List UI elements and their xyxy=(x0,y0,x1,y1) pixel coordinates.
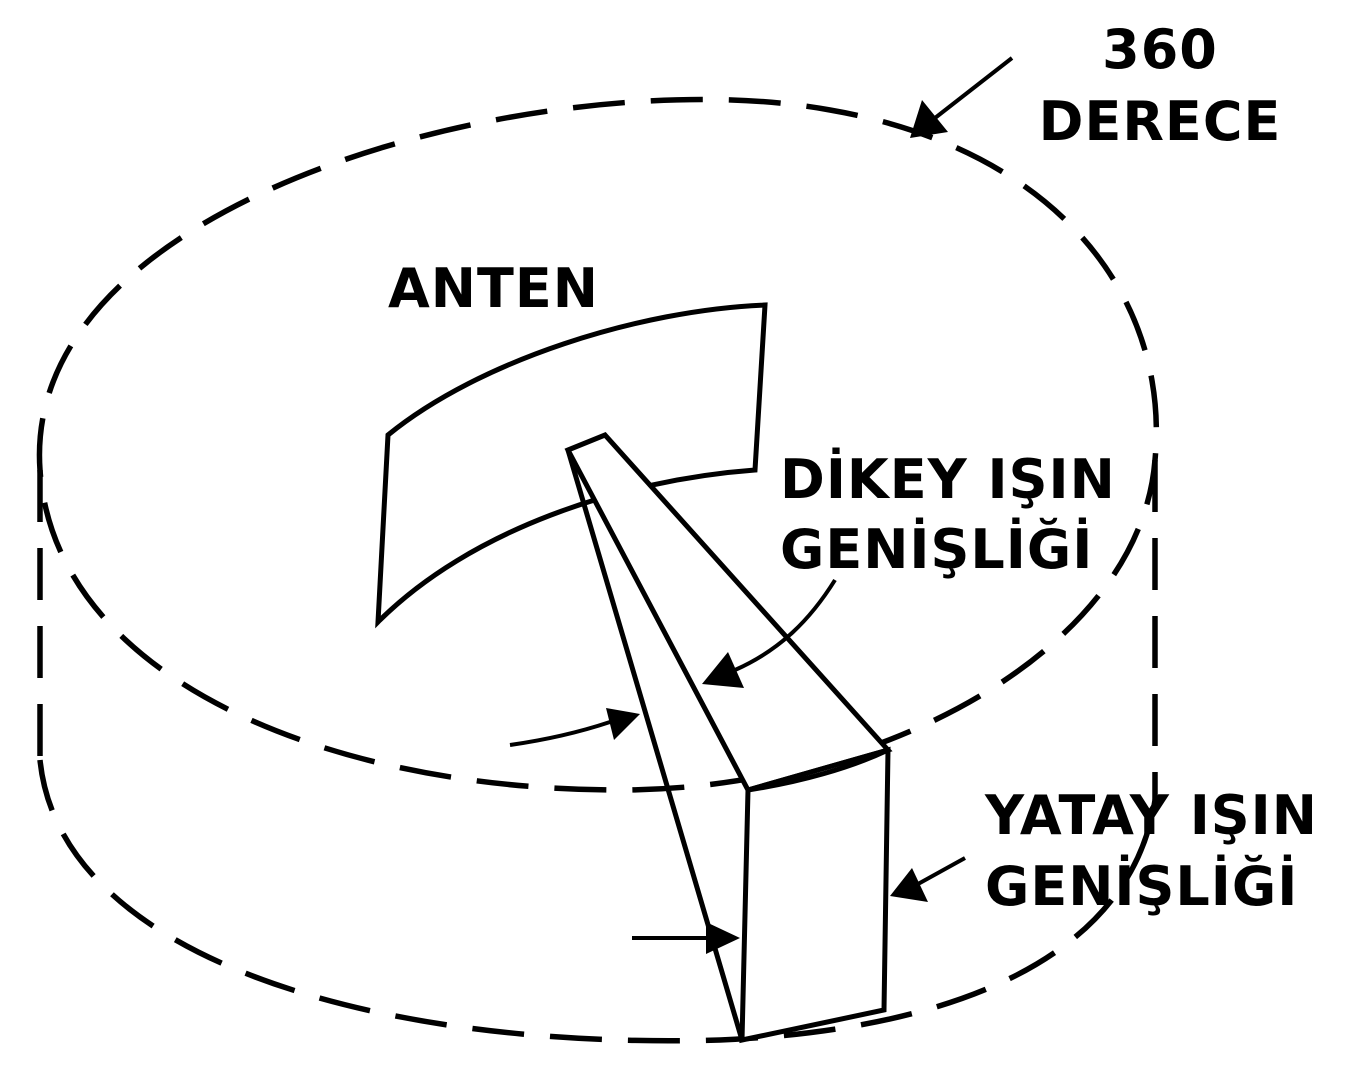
horizontal-width-label-line1: YATAY IŞIN xyxy=(984,784,1318,847)
degrees-leader xyxy=(910,56,1014,138)
degrees-label-line2: DERECE xyxy=(1039,90,1282,153)
vertical-width-arrow xyxy=(509,708,640,747)
horizontal-width-arrow xyxy=(632,922,740,954)
vertical-width-label-line2: GENİŞLİĞİ xyxy=(780,518,1093,581)
beam-front-face xyxy=(739,746,891,1044)
cylinder-top-ellipse xyxy=(36,96,1159,793)
degrees-label-line1: 360 xyxy=(1102,18,1218,81)
horizontal-width-leader xyxy=(890,856,966,902)
antenna-label: ANTEN xyxy=(388,257,599,320)
vertical-width-leader xyxy=(702,578,837,688)
beam-wedge xyxy=(564,432,893,1044)
coverage-cylinder xyxy=(36,96,1159,1044)
cylinder-bottom-arc xyxy=(37,759,1158,1044)
vertical-width-label-line1: DİKEY IŞIN xyxy=(780,448,1116,511)
horizontal-width-label-line2: GENİŞLİĞİ xyxy=(985,855,1298,918)
beam-end-arc xyxy=(747,747,890,793)
